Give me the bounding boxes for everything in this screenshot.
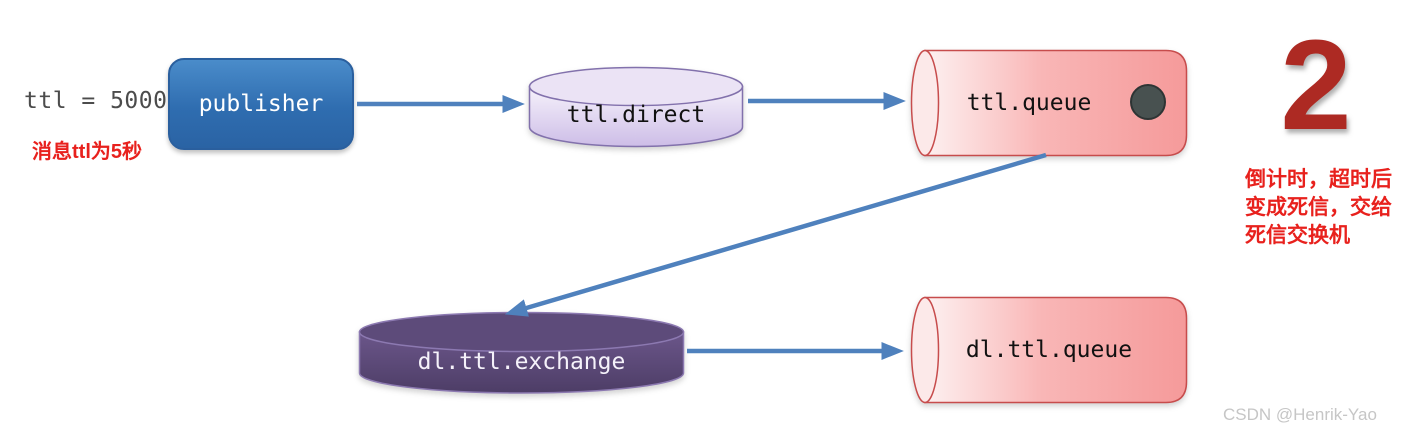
arrow-ttl-queue-to-dl-exchange xyxy=(504,152,1047,317)
ttl-direct-exchange-node: ttl.direct xyxy=(528,66,744,148)
exchange-cylinder-icon xyxy=(358,311,685,394)
step-note-line: 倒计时，超时后 xyxy=(1245,168,1392,191)
watermark: CSDN @Henrik-Yao xyxy=(1223,405,1377,424)
publisher-node: publisher xyxy=(168,58,354,150)
dl-ttl-exchange-node: dl.ttl.exchange xyxy=(358,311,685,395)
message-dot-icon xyxy=(1130,84,1166,120)
exchange-cylinder-icon xyxy=(528,66,744,148)
dl-ttl-queue-node: dl.ttl.queue xyxy=(910,296,1188,404)
publisher-label: publisher xyxy=(198,91,324,117)
queue-cylinder-icon xyxy=(910,296,1188,404)
ttl-value-label: ttl = 5000 xyxy=(24,88,168,114)
ttl-note-label: 消息ttl为5秒 xyxy=(32,141,142,163)
step-note: 倒计时，超时后 变成死信，交给 死信交换机 xyxy=(1245,166,1406,250)
queue-cylinder-icon xyxy=(910,49,1188,157)
step-note-line: 变成死信，交给 xyxy=(1245,196,1392,219)
ttl-queue-node: ttl.queue xyxy=(910,49,1188,157)
step-note-line: 死信交换机 xyxy=(1245,224,1350,247)
step-number: 2 xyxy=(1280,14,1352,157)
